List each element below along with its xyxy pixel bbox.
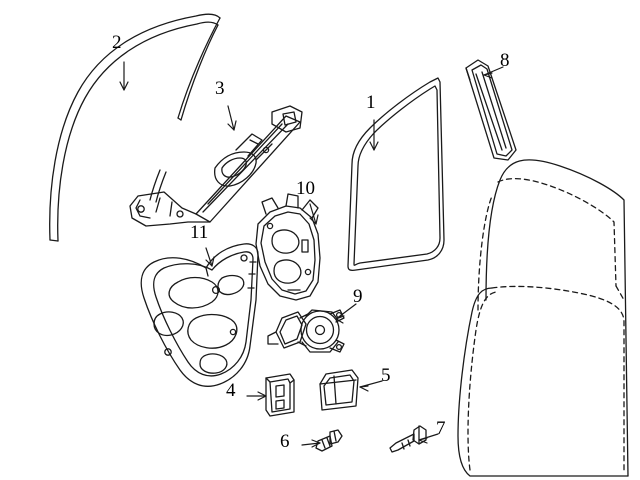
callout-label-1: 1 <box>366 92 376 113</box>
part-3-regulator-rail <box>129 105 303 227</box>
callout-leaders <box>119 61 504 448</box>
part-4-retainer-block <box>265 373 295 417</box>
part-6-screw <box>315 429 343 452</box>
callout-label-2: 2 <box>112 32 122 53</box>
part-2-window-channel <box>49 13 221 242</box>
callout-label-4: 4 <box>226 380 236 401</box>
callout-label-11: 11 <box>190 222 209 243</box>
part-9-window-motor <box>267 309 345 353</box>
part-11-regulator-carrier-panel <box>140 243 259 387</box>
part-8-window-guide-strip <box>465 59 517 161</box>
callout-label-8: 8 <box>500 50 510 71</box>
callout-label-9: 9 <box>353 286 363 307</box>
callout-label-7: 7 <box>436 418 446 439</box>
part-7-bolt <box>389 425 427 453</box>
callout-label-5: 5 <box>381 365 391 386</box>
callout-label-6: 6 <box>280 431 290 452</box>
door-shell-outline <box>457 159 629 477</box>
part-1-door-window-glass <box>347 77 445 272</box>
part-10-lift-bracket <box>255 193 321 301</box>
part-5-cover-cap <box>319 369 359 411</box>
callout-label-3: 3 <box>215 78 225 99</box>
callout-label-10: 10 <box>296 178 315 199</box>
